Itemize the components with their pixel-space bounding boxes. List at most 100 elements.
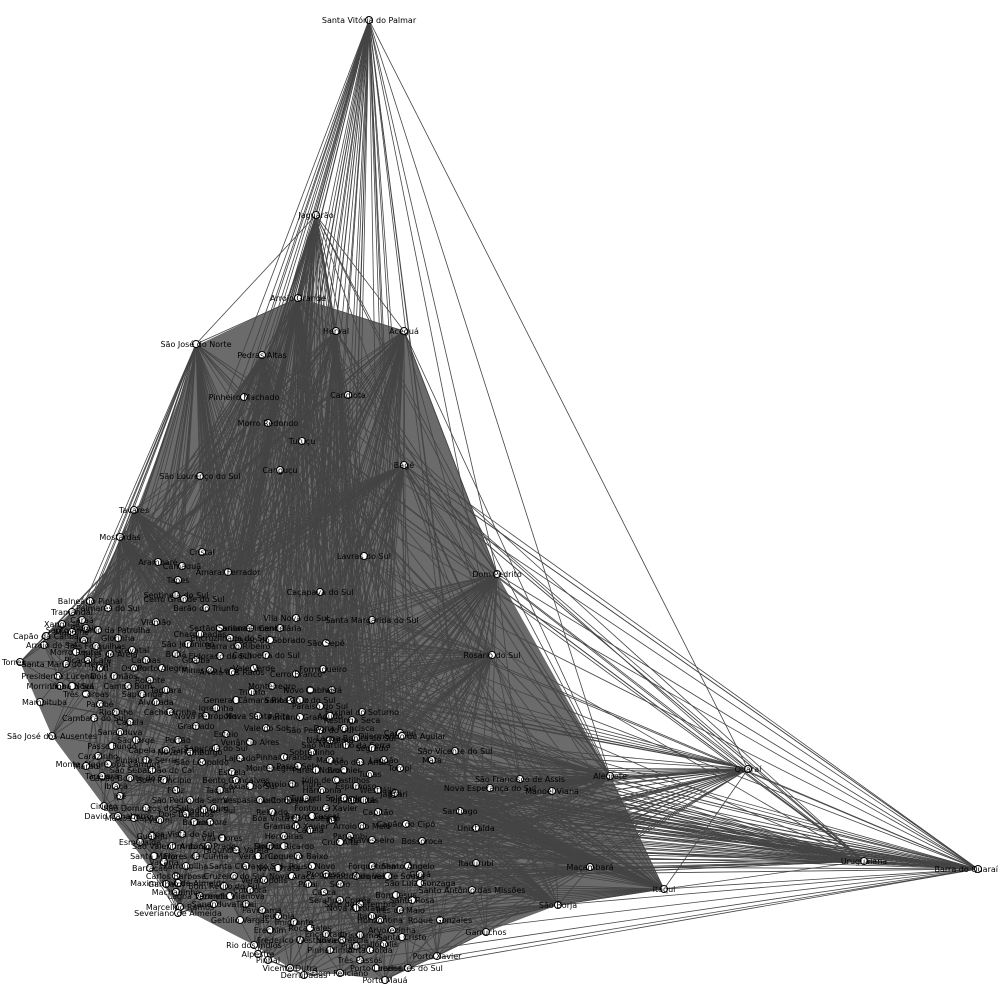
- edge: [251, 691, 665, 890]
- edge: [383, 732, 401, 761]
- edge: [115, 679, 151, 713]
- node-marker: [974, 865, 982, 873]
- edge: [43, 644, 59, 677]
- edge: [61, 623, 77, 653]
- edge: [61, 623, 119, 639]
- edge: [71, 354, 263, 687]
- edge: [151, 769, 161, 821]
- edge: [119, 536, 131, 723]
- node-label: Passo Fundo: [87, 742, 137, 751]
- node-label: Herveiras: [265, 832, 303, 841]
- graph-node: Arroio Grande: [270, 294, 326, 303]
- edge: [165, 343, 197, 691]
- edge: [83, 343, 197, 641]
- edge: [263, 879, 279, 917]
- edge: [329, 737, 357, 741]
- edge: [129, 711, 171, 723]
- edge: [309, 689, 345, 729]
- edge: [299, 716, 353, 721]
- node-marker: [451, 747, 459, 755]
- graph-node: Sananduva: [192, 900, 237, 909]
- edge: [169, 707, 217, 713]
- graph-node: Presidente Lucena: [21, 672, 95, 681]
- graph-node: Bento Gonçalves: [202, 776, 270, 785]
- edge: [355, 907, 385, 945]
- edge: [331, 689, 353, 721]
- edge: [297, 765, 323, 791]
- edge: [259, 799, 311, 831]
- edge: [189, 751, 241, 759]
- graph-node: Riozinho: [99, 708, 133, 717]
- graph-node: Carazinho: [78, 752, 118, 761]
- edge: [129, 777, 165, 781]
- edge: [267, 927, 311, 961]
- edge: [177, 579, 201, 635]
- graph-node: Esteio: [214, 730, 238, 739]
- edge: [201, 757, 241, 763]
- edge: [489, 778, 521, 789]
- edge: [311, 751, 361, 763]
- edge: [117, 637, 665, 890]
- edge: [355, 825, 363, 877]
- edge: [305, 769, 345, 799]
- graph-node: Três Coroas: [62, 689, 109, 699]
- graph-node: Feliz: [167, 786, 185, 795]
- edge: [213, 807, 559, 906]
- edge: [355, 875, 373, 917]
- edge: [663, 868, 979, 890]
- edge: [119, 779, 165, 797]
- graph-node: Tavares: [118, 506, 149, 515]
- edge: [295, 765, 299, 819]
- edge: [119, 536, 979, 870]
- edge: [421, 840, 591, 868]
- edge: [233, 875, 241, 921]
- edge: [223, 885, 665, 890]
- edge: [195, 343, 245, 725]
- graph-node: Herveiras: [265, 832, 303, 841]
- edge: [245, 865, 251, 891]
- edge: [157, 551, 203, 563]
- edge: [325, 873, 341, 901]
- edge: [335, 330, 349, 396]
- edge: [355, 909, 401, 947]
- edge: [119, 795, 141, 843]
- edge: [355, 907, 371, 951]
- graph-node: Santa Maria do Herval: [22, 660, 111, 669]
- edge: [169, 711, 217, 749]
- edge: [369, 904, 559, 951]
- edge: [195, 343, 241, 759]
- node-label: Vale Verde: [233, 664, 275, 673]
- graph-node: Charqueadas: [174, 630, 226, 639]
- node-label: Colinas: [349, 796, 378, 805]
- graph-node: Pedras Altas: [237, 351, 287, 360]
- edge: [297, 297, 337, 332]
- edge: [215, 723, 245, 749]
- edge: [311, 807, 327, 867]
- edge: [383, 904, 559, 945]
- edge: [239, 919, 295, 923]
- graph-node: Taquari: [204, 786, 235, 795]
- node-marker: [254, 950, 262, 958]
- edge: [325, 888, 665, 935]
- edge: [319, 591, 493, 656]
- edge: [359, 959, 386, 981]
- graph-node: Pinheiro Machado: [209, 393, 280, 402]
- node-label: Palmares do Sul: [76, 604, 140, 613]
- edge: [175, 789, 195, 823]
- edge: [361, 711, 373, 749]
- edge: [175, 653, 233, 673]
- graph-node: Itaqui: [653, 885, 675, 894]
- edge: [295, 789, 323, 827]
- node-label: Formigueiro: [299, 665, 347, 674]
- edge: [249, 855, 259, 891]
- graph-node: Forquetinha: [348, 862, 396, 871]
- edge: [297, 765, 307, 799]
- edge: [322, 642, 327, 670]
- edge: [157, 561, 665, 890]
- edge: [343, 727, 401, 734]
- node-label: Pareci Novo: [292, 766, 339, 775]
- edge: [315, 214, 521, 780]
- edge: [371, 909, 401, 917]
- edge: [289, 668, 324, 701]
